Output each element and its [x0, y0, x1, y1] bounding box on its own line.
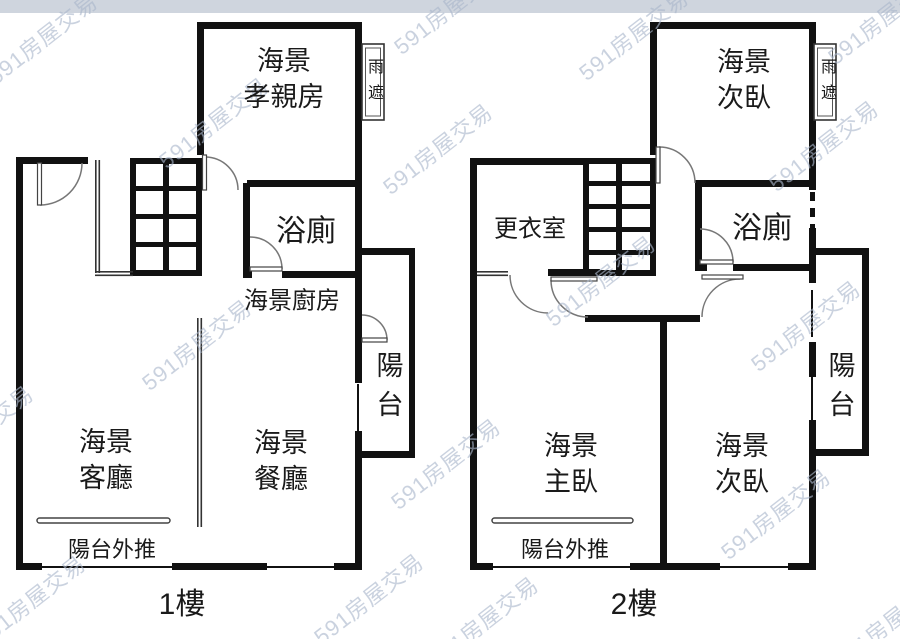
label-balcony-f1: 陽台 — [372, 351, 403, 429]
floor2-balcony-walls — [816, 248, 869, 456]
label-balcony-f2: 陽台 — [824, 351, 855, 429]
label-pushout-f1: 陽台外推 — [67, 537, 157, 562]
floor1-pushout-line — [36, 517, 171, 524]
label-dining-room: 海景 餐廳 — [254, 428, 308, 494]
floor2-thin-partitions — [477, 271, 508, 277]
label-parents-room: 海景 孝親房 — [243, 46, 325, 112]
label-bathroom-f1: 浴廁 — [276, 215, 336, 248]
top-strip — [0, 0, 900, 13]
floor2-walls — [470, 22, 816, 570]
floor1-balcony-walls — [358, 248, 415, 458]
label-master-bedroom: 海景 主臥 — [544, 431, 598, 497]
label-rain-cover-f1: 雨遮 — [365, 58, 382, 110]
label-rain-cover-f2: 雨遮 — [818, 58, 835, 110]
floor1-windows — [42, 384, 359, 568]
floor1-doors — [36, 154, 388, 343]
label-dressing-room: 更衣室 — [494, 215, 566, 243]
floor2-stairs — [583, 158, 656, 276]
label-living-room: 海景 客廳 — [79, 427, 133, 493]
label-bedroom-top-f2: 海景 次臥 — [717, 47, 771, 113]
label-kitchen-f1: 海景廚房 — [244, 287, 340, 315]
label-bedroom2-f2: 海景 次臥 — [715, 431, 769, 497]
floor1-rain-cover-box — [361, 43, 385, 121]
floor1-walls — [16, 22, 362, 570]
floor1-thin-partitions — [95, 160, 203, 527]
floor2-pushout-line — [491, 517, 634, 524]
floor2-doors — [509, 146, 744, 318]
label-floor2: 2樓 — [610, 588, 658, 621]
label-floor1: 1樓 — [158, 588, 206, 621]
floor2-windows — [493, 290, 813, 568]
floor2-rain-cover-box — [813, 43, 837, 121]
label-bathroom-f2: 浴廁 — [732, 212, 792, 245]
floor1-stairs — [130, 158, 202, 276]
label-pushout-f2: 陽台外推 — [520, 537, 610, 562]
